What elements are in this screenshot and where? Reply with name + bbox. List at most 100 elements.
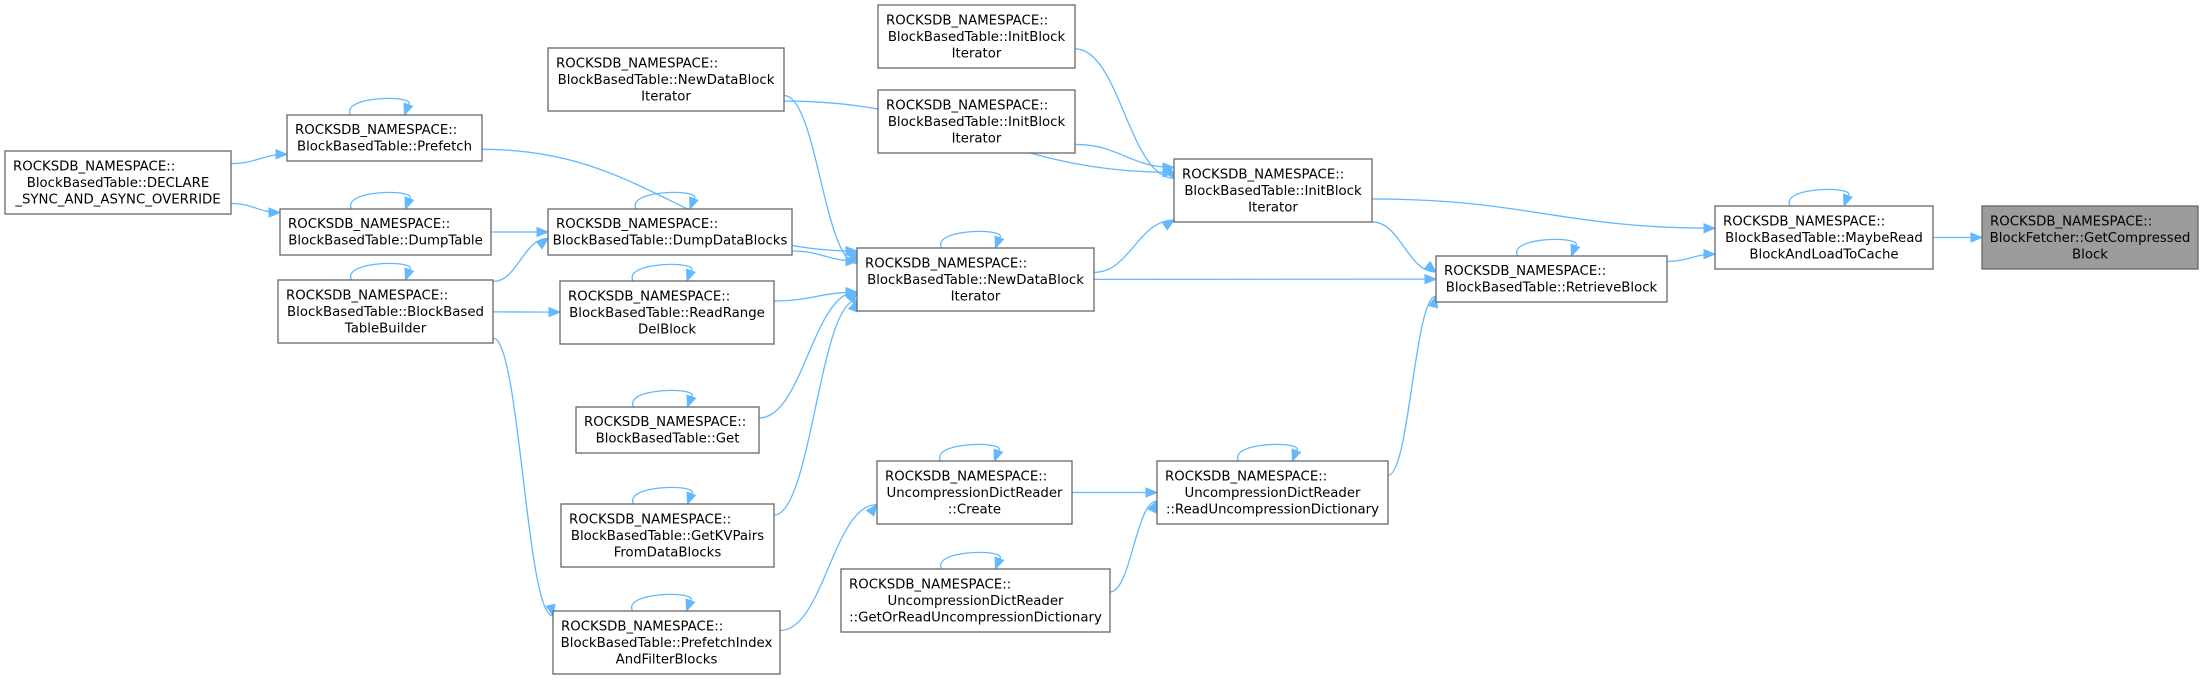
function-box — [279, 208, 492, 256]
call-edge — [481, 148, 859, 257]
function-label-line: ROCKSDB_NAMESPACE:: — [288, 217, 450, 232]
call-line — [1109, 500, 1158, 593]
function-label-line: _SYNC_AND_ASYNC_OVERRIDE — [14, 192, 220, 207]
call-edge — [1788, 188, 1853, 208]
call-arrowhead — [275, 149, 289, 160]
function-node-retrieve-block[interactable]: ROCKSDB_NAMESPACE::BlockBasedTable::Retr… — [1435, 255, 1668, 303]
call-arrowhead — [268, 207, 282, 218]
call-line — [1387, 295, 1437, 477]
function-label-line: ROCKSDB_NAMESPACE:: — [556, 56, 718, 71]
call-edge — [490, 226, 550, 238]
function-box — [1173, 158, 1373, 223]
function-node-prefetch[interactable]: ROCKSDB_NAMESPACE::BlockBasedTable::Pref… — [286, 114, 483, 162]
function-box — [575, 406, 760, 454]
function-box — [286, 114, 483, 162]
function-node-get-compressed-block[interactable]: ROCKSDB_NAMESPACE::BlockFetcher::GetComp… — [1981, 205, 2199, 270]
function-label-line: ROCKSDB_NAMESPACE:: — [556, 217, 718, 232]
function-label-line: BlockFetcher::GetCompressed — [1990, 231, 2191, 246]
function-label-line: ROCKSDB_NAMESPACE:: — [561, 619, 723, 634]
function-box — [4, 150, 232, 215]
function-node-get-or-read-dict[interactable]: ROCKSDB_NAMESPACE::UncompressionDictRead… — [840, 568, 1111, 633]
function-label-line: ROCKSDB_NAMESPACE:: — [849, 577, 1011, 592]
self-call-line — [1516, 238, 1577, 257]
function-node-new-data-block-iter-main[interactable]: ROCKSDB_NAMESPACE::BlockBasedTable::NewD… — [856, 247, 1095, 312]
function-label-line: BlockBasedTable::Prefetch — [297, 140, 472, 155]
function-box — [1156, 460, 1389, 525]
function-box — [876, 460, 1073, 525]
call-edge — [492, 337, 556, 618]
call-arrowhead — [1423, 260, 1438, 273]
call-edge — [350, 262, 415, 282]
function-node-table-builder[interactable]: ROCKSDB_NAMESPACE::BlockBasedTable::Bloc… — [277, 279, 494, 344]
function-label-line: BlockBasedTable::DumpDataBlocks — [553, 234, 788, 249]
function-label-line: Block — [2072, 247, 2108, 262]
call-arrowhead — [845, 255, 859, 267]
function-box — [547, 208, 793, 256]
call-edge — [940, 230, 1005, 250]
call-line — [773, 299, 858, 516]
function-box — [547, 47, 785, 112]
function-label-line: ::ReadUncompressionDictionary — [1166, 502, 1379, 517]
function-label-line: ROCKSDB_NAMESPACE:: — [1182, 167, 1344, 182]
self-call-line — [350, 262, 411, 281]
function-node-init-block-iter-second[interactable]: ROCKSDB_NAMESPACE::BlockBasedTable::Init… — [877, 89, 1076, 154]
call-edge — [773, 298, 858, 516]
function-node-init-block-iter-main[interactable]: ROCKSDB_NAMESPACE::BlockBasedTable::Init… — [1173, 158, 1373, 223]
function-label-line: BlockBasedTable::ReadRange — [569, 306, 765, 321]
call-arrowhead — [1145, 487, 1159, 498]
call-line — [779, 503, 878, 632]
call-line — [1371, 198, 1716, 229]
self-call-arrowhead — [1843, 193, 1853, 208]
call-line — [492, 337, 554, 617]
call-line — [758, 290, 858, 419]
function-label-line: BlockBasedTable::RetrieveBlock — [1446, 281, 1658, 296]
call-edge — [1093, 219, 1176, 274]
function-node-maybe-read-block[interactable]: ROCKSDB_NAMESPACE::BlockBasedTable::Mayb… — [1714, 205, 1934, 270]
call-edge — [783, 94, 858, 265]
function-node-init-block-iter-top[interactable]: ROCKSDB_NAMESPACE::BlockBasedTable::Init… — [877, 4, 1076, 69]
self-call-arrowhead — [686, 268, 696, 283]
call-arrowhead — [865, 503, 878, 517]
function-node-dump-table[interactable]: ROCKSDB_NAMESPACE::BlockBasedTable::Dump… — [279, 208, 492, 256]
function-label-line: BlockBasedTable::MaybeRead — [1725, 231, 1923, 246]
function-label-line: ::Create — [948, 502, 1001, 517]
call-line — [1093, 219, 1175, 274]
function-label-line: BlockBasedTable::DECLARE — [27, 176, 210, 191]
function-node-dump-data-blocks[interactable]: ROCKSDB_NAMESPACE::BlockBasedTable::Dump… — [547, 208, 793, 256]
self-call-line — [350, 191, 411, 210]
call-edge — [940, 551, 1005, 571]
function-label-line: ROCKSDB_NAMESPACE:: — [295, 123, 457, 138]
function-label-line: ::GetOrReadUncompressionDictionary — [849, 610, 1102, 625]
self-call-arrowhead — [994, 235, 1005, 250]
function-node-read-range-del[interactable]: ROCKSDB_NAMESPACE::BlockBasedTable::Read… — [559, 280, 775, 345]
call-arrowhead — [535, 237, 550, 250]
function-label-line: ROCKSDB_NAMESPACE:: — [886, 98, 1048, 113]
function-label-line: ROCKSDB_NAMESPACE:: — [1444, 264, 1606, 279]
function-node-read-uncompression-dict[interactable]: ROCKSDB_NAMESPACE::UncompressionDictRead… — [1156, 460, 1389, 525]
function-node-get-kv-pairs[interactable]: ROCKSDB_NAMESPACE::BlockBasedTable::GetK… — [560, 503, 775, 568]
function-node-get[interactable]: ROCKSDB_NAMESPACE::BlockBasedTable::Get — [575, 406, 760, 454]
call-line — [1074, 48, 1175, 179]
call-edge — [1237, 443, 1302, 463]
call-edge — [773, 286, 859, 302]
function-node-declare-sync[interactable]: ROCKSDB_NAMESPACE::BlockBasedTable::DECL… — [4, 150, 232, 215]
function-node-prefetch-index[interactable]: ROCKSDB_NAMESPACE::BlockBasedTable::Pref… — [552, 610, 781, 675]
call-edge — [1371, 198, 1717, 234]
call-edge — [1516, 238, 1581, 258]
function-label-line: ROCKSDB_NAMESPACE:: — [568, 289, 730, 304]
self-call-line — [939, 443, 1000, 462]
self-call-arrowhead — [686, 394, 697, 409]
self-call-arrowhead — [993, 448, 1004, 463]
function-node-uncompression-create[interactable]: ROCKSDB_NAMESPACE::UncompressionDictRead… — [876, 460, 1073, 525]
function-label-line: Iterator — [1248, 200, 1298, 215]
call-arrowhead — [1703, 222, 1717, 234]
selected-function-box — [1981, 205, 2199, 270]
function-node-new-data-block-iter-top[interactable]: ROCKSDB_NAMESPACE::BlockBasedTable::NewD… — [547, 47, 785, 112]
self-call-arrowhead — [1570, 243, 1581, 258]
self-call-arrowhead — [689, 196, 699, 211]
function-box — [559, 280, 775, 345]
call-edge — [779, 503, 878, 632]
self-call-arrowhead — [404, 196, 415, 211]
self-call-line — [631, 263, 693, 282]
